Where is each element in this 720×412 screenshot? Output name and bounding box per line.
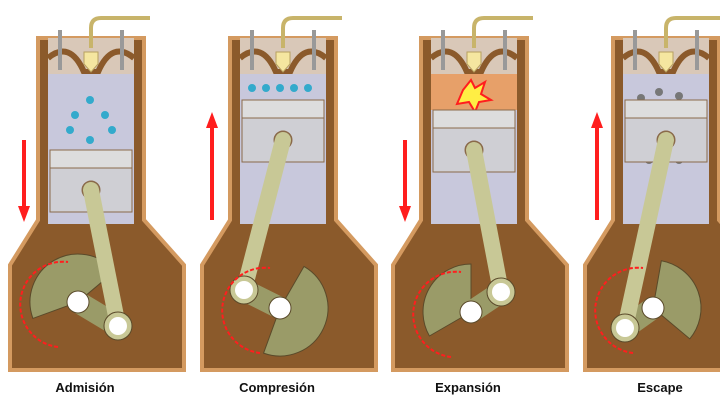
arrow-head-icon bbox=[399, 206, 411, 222]
crank-pin-hole bbox=[492, 283, 510, 301]
connecting-rod bbox=[466, 142, 509, 300]
crank-pin-hole bbox=[235, 281, 253, 299]
stroke-panel-compression: Compresión bbox=[192, 0, 382, 412]
stroke-label-intake: Admisión bbox=[55, 380, 115, 395]
fuel-line bbox=[89, 16, 150, 48]
stroke-label-expansion: Expansión bbox=[435, 380, 501, 395]
crankshaft-hole bbox=[66, 290, 90, 314]
crank-pin-hole bbox=[616, 319, 634, 337]
piston-rings bbox=[432, 109, 516, 129]
fuel-particle bbox=[262, 84, 270, 92]
crankshaft-hole bbox=[641, 296, 665, 320]
piston-rings bbox=[49, 149, 133, 169]
spark-plug-icon bbox=[658, 51, 674, 73]
connecting-rod bbox=[83, 182, 126, 334]
arrow-head-icon bbox=[591, 112, 603, 128]
fuel-particle bbox=[304, 84, 312, 92]
exhaust-valve bbox=[503, 30, 507, 70]
engine-expansion bbox=[391, 16, 569, 372]
spark-plug-icon bbox=[83, 51, 99, 73]
fuel-particle bbox=[66, 126, 74, 134]
stroke-label-exhaust: Escape bbox=[637, 380, 683, 395]
fuel-line bbox=[281, 16, 342, 48]
exhaust-particle bbox=[675, 92, 683, 100]
arrow-head-icon bbox=[18, 206, 30, 222]
engine-compression bbox=[200, 16, 378, 372]
intake-valve bbox=[633, 30, 637, 70]
connecting-rod bbox=[236, 132, 291, 298]
crankshaft-hole bbox=[459, 300, 483, 324]
fuel-line bbox=[472, 16, 533, 48]
crank-pin-hole bbox=[109, 317, 127, 335]
fuel-line bbox=[664, 16, 720, 48]
stroke-panel-expansion: Expansión bbox=[383, 0, 573, 412]
rotation-arrow-icon bbox=[412, 270, 462, 358]
explosion-icon bbox=[455, 78, 494, 115]
intake-valve bbox=[441, 30, 445, 70]
engine-intake bbox=[8, 16, 186, 372]
intake-valve bbox=[250, 30, 254, 70]
fuel-particle bbox=[101, 111, 109, 119]
piston-rings bbox=[241, 99, 325, 119]
fuel-particle bbox=[108, 126, 116, 134]
piston-rings bbox=[624, 99, 708, 119]
crank-counterweight bbox=[422, 263, 472, 337]
crank-counterweight bbox=[262, 265, 329, 357]
crankshaft-hole bbox=[268, 296, 292, 320]
fuel-particle bbox=[248, 84, 256, 92]
exhaust-valve bbox=[312, 30, 316, 70]
exhaust-particle bbox=[655, 88, 663, 96]
exhaust-valve bbox=[120, 30, 124, 70]
fuel-particle bbox=[71, 111, 79, 119]
stroke-panel-intake: Admisión bbox=[0, 0, 190, 412]
intake-valve bbox=[58, 30, 62, 70]
fuel-particle bbox=[86, 96, 94, 104]
fuel-particle bbox=[276, 84, 284, 92]
stroke-label-compression: Compresión bbox=[239, 380, 315, 395]
arrow-head-icon bbox=[206, 112, 218, 128]
engine-exhaust bbox=[583, 16, 720, 372]
rotation-arrow-icon bbox=[19, 260, 69, 348]
spark-plug-icon bbox=[466, 51, 482, 73]
exhaust-valve bbox=[695, 30, 699, 70]
stroke-panel-exhaust: Escape bbox=[575, 0, 720, 412]
crank-counterweight bbox=[652, 260, 702, 340]
rotation-arrow-icon bbox=[221, 266, 271, 354]
fuel-particle bbox=[86, 136, 94, 144]
spark-plug-icon bbox=[275, 51, 291, 73]
connecting-rod bbox=[617, 132, 674, 336]
rotation-arrow-icon bbox=[594, 266, 644, 354]
fuel-particle bbox=[290, 84, 298, 92]
